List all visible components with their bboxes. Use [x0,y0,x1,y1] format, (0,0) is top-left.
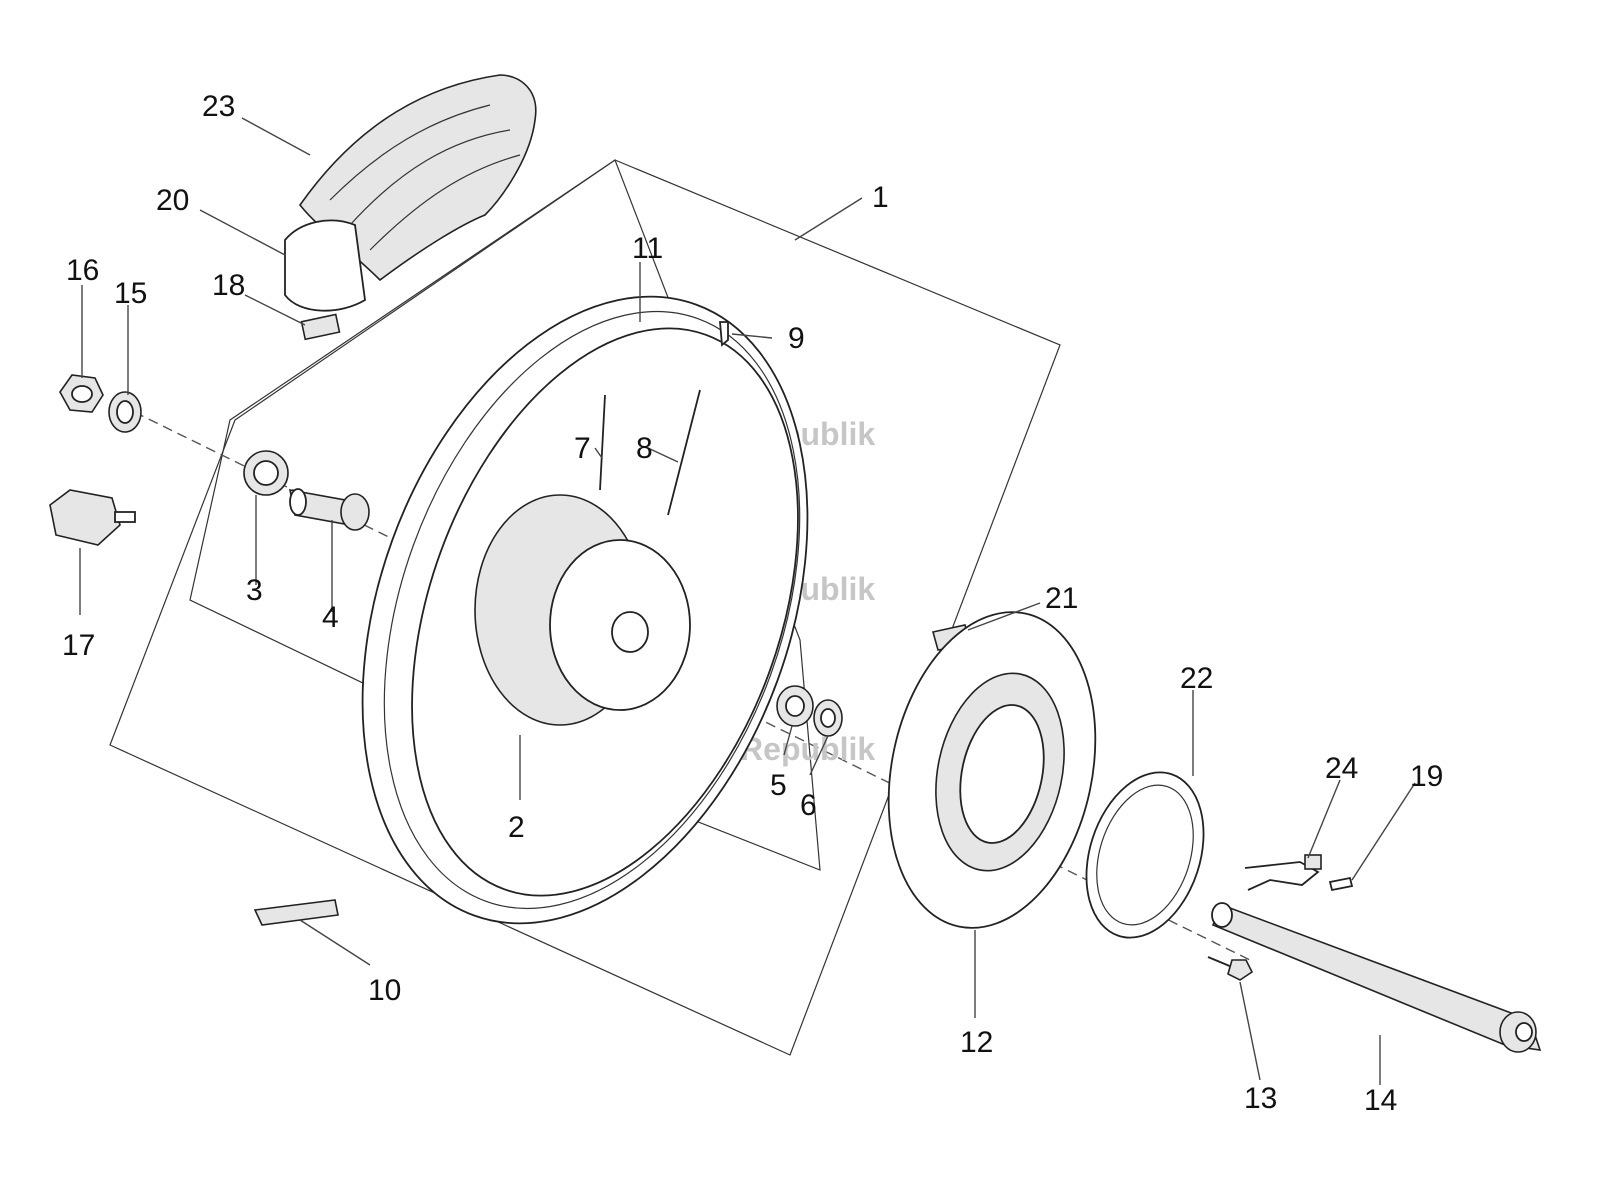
callout-24: 24 [1325,752,1358,785]
callout-3: 3 [246,574,263,607]
balance-weight-part [253,899,339,926]
callout-23: 23 [202,90,235,123]
spacer-part [108,391,142,433]
tyre-part [298,74,537,282]
disc-bolt-part [1207,956,1254,981]
callout-11: 11 [632,232,663,265]
bearing-part [243,450,289,496]
bearing-right-part [776,685,814,727]
callout-17: 17 [62,629,95,662]
leader-lines [79,117,1416,1085]
callout-8: 8 [636,432,653,465]
rim-tape-part [300,313,341,341]
callout-14: 14 [1364,1084,1397,1117]
abs-sensor-part [1244,854,1322,891]
callout-6: 6 [800,789,817,822]
abs-tone-ring-part [1085,771,1205,939]
callout-1: 1 [872,181,889,214]
spoke-part [667,389,701,516]
callout-5: 5 [770,769,787,802]
callout-16: 16 [66,254,99,287]
sensor-screw-part [1328,876,1354,892]
callout-4: 4 [322,601,339,634]
caliper-part [49,489,136,546]
wheel-axle-part [1211,902,1542,1053]
inner-tube-part [284,219,366,312]
callout-22: 22 [1180,662,1213,695]
callout-10: 10 [368,974,401,1007]
wheel-hub-part [474,494,691,726]
callout-18: 18 [212,269,245,302]
callout-13: 13 [1244,1082,1277,1115]
valve-part [719,321,729,347]
assembly-frame-outer [109,159,1061,1056]
callout-12: 12 [960,1026,993,1059]
spacer-tube-part [288,488,370,531]
callout-21: 21 [1045,582,1078,615]
callout-2: 2 [508,811,525,844]
spoke-part [599,394,606,491]
callout-9: 9 [788,322,805,355]
callout-labels: 23 20 18 16 15 1 11 9 7 8 3 4 17 2 5 6 1… [62,90,1443,1117]
callout-15: 15 [114,277,147,310]
callout-19: 19 [1410,760,1443,793]
callout-7: 7 [574,432,591,465]
axle-nut-part [59,374,104,413]
callout-20: 20 [156,184,189,217]
seal-part [813,699,843,737]
brake-disc-part [887,611,1097,929]
